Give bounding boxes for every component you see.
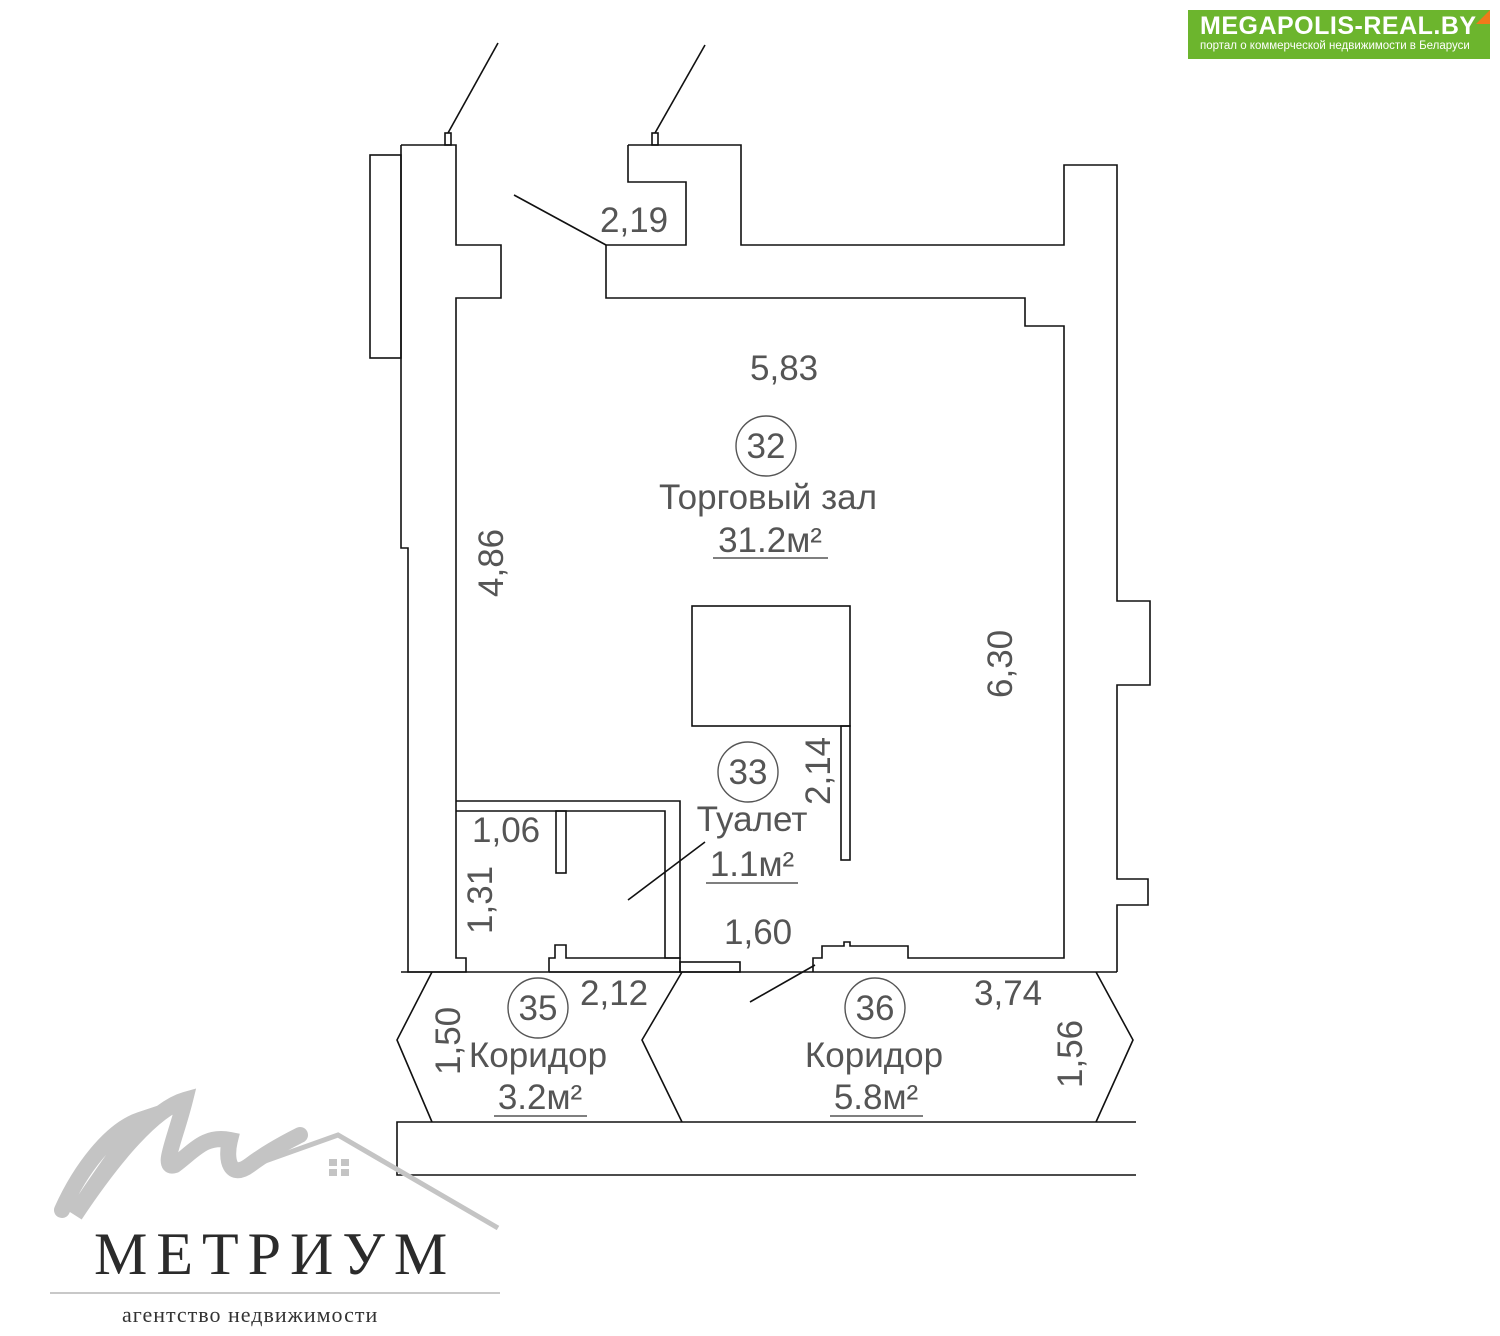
door-swing-corridor (749, 964, 816, 1003)
logo-swoosh (54, 1088, 308, 1220)
dim-label: 3,74 (974, 974, 1042, 1013)
dim-label: 2,19 (600, 201, 668, 240)
room-number: 35 (519, 989, 558, 1028)
bottom-strip (396, 1121, 1136, 1176)
room-number: 33 (729, 753, 768, 792)
toilet-leader (627, 841, 706, 901)
door-swing-right (654, 44, 706, 134)
dim-label: 2,14 (799, 737, 838, 805)
room-area: 1.1м² (710, 845, 794, 884)
room-name: Коридор (469, 1036, 607, 1075)
room-area: 31.2м² (718, 521, 822, 560)
room-area: 5.8м² (834, 1078, 918, 1117)
room-number-circle (735, 415, 797, 477)
room-name: Торговый зал (659, 478, 877, 517)
room-number-circle (844, 977, 906, 1039)
room-area: 3.2м² (498, 1078, 582, 1117)
inner-wall-right (605, 145, 1065, 972)
logo-roof (239, 1132, 500, 1231)
outer-wall-right (628, 144, 1151, 972)
corridor-left-edge (396, 971, 433, 1123)
partition-wall (840, 725, 851, 861)
dim-label: 6,30 (981, 630, 1020, 698)
badge-title: MEGAPOLIS-REAL.BY (1200, 12, 1477, 40)
door-swing-top (513, 194, 607, 246)
logo-subtitle: агентство недвижимости (122, 1302, 379, 1327)
room-number: 36 (856, 989, 895, 1028)
walls (369, 42, 1151, 1176)
metrium-logo-graphic (54, 1088, 500, 1231)
door-swing-left (447, 42, 499, 134)
logo-divider (50, 1292, 500, 1294)
dim-label: 1,06 (472, 811, 540, 850)
toilet-door-panel (679, 961, 741, 973)
badge-corner-icon (1476, 10, 1490, 24)
dim-label: 1,31 (461, 866, 500, 934)
megapolis-badge[interactable]: MEGAPOLIS-REAL.BY портал о коммерческой … (1188, 10, 1490, 59)
dim-label: 1,56 (1051, 1020, 1090, 1088)
toilet-stub (555, 810, 567, 874)
badge-subtitle: портал о коммерческой недвижимости в Бел… (1200, 40, 1470, 52)
corridor-mid-edge (641, 971, 683, 1123)
room-number-circle (507, 977, 569, 1039)
left-column (369, 154, 402, 359)
room-36: 36 Коридор 5.8м² (805, 977, 943, 1117)
logo-name: МЕТРИУМ (94, 1221, 457, 1287)
room-number-circle (717, 741, 779, 803)
dim-label: 5,83 (750, 349, 818, 388)
room-35: 35 Коридор 3.2м² (469, 977, 607, 1117)
dimensions: 2,19 5,83 4,86 6,30 2,14 1,06 1,31 1,60 … (429, 201, 1090, 1088)
room-33: 33 Туалет 1.1м² (697, 741, 808, 884)
column-box (691, 605, 851, 727)
room-32: 32 Торговый зал 31.2м² (659, 415, 877, 560)
corridor-right-edge (1095, 971, 1134, 1123)
door-stub-left (444, 132, 452, 146)
toilet-bottom-wall (548, 944, 681, 973)
logo-window-icon (329, 1159, 349, 1176)
dim-label: 1,60 (724, 913, 792, 952)
room-name: Туалет (697, 800, 808, 839)
room-name: Коридор (805, 1036, 943, 1075)
dim-label: 1,50 (429, 1007, 468, 1075)
door-stub-right (651, 132, 659, 146)
left-wall (400, 144, 502, 973)
room-number: 32 (747, 427, 786, 466)
dim-label: 2,12 (580, 974, 648, 1013)
dim-label: 4,86 (472, 529, 511, 597)
